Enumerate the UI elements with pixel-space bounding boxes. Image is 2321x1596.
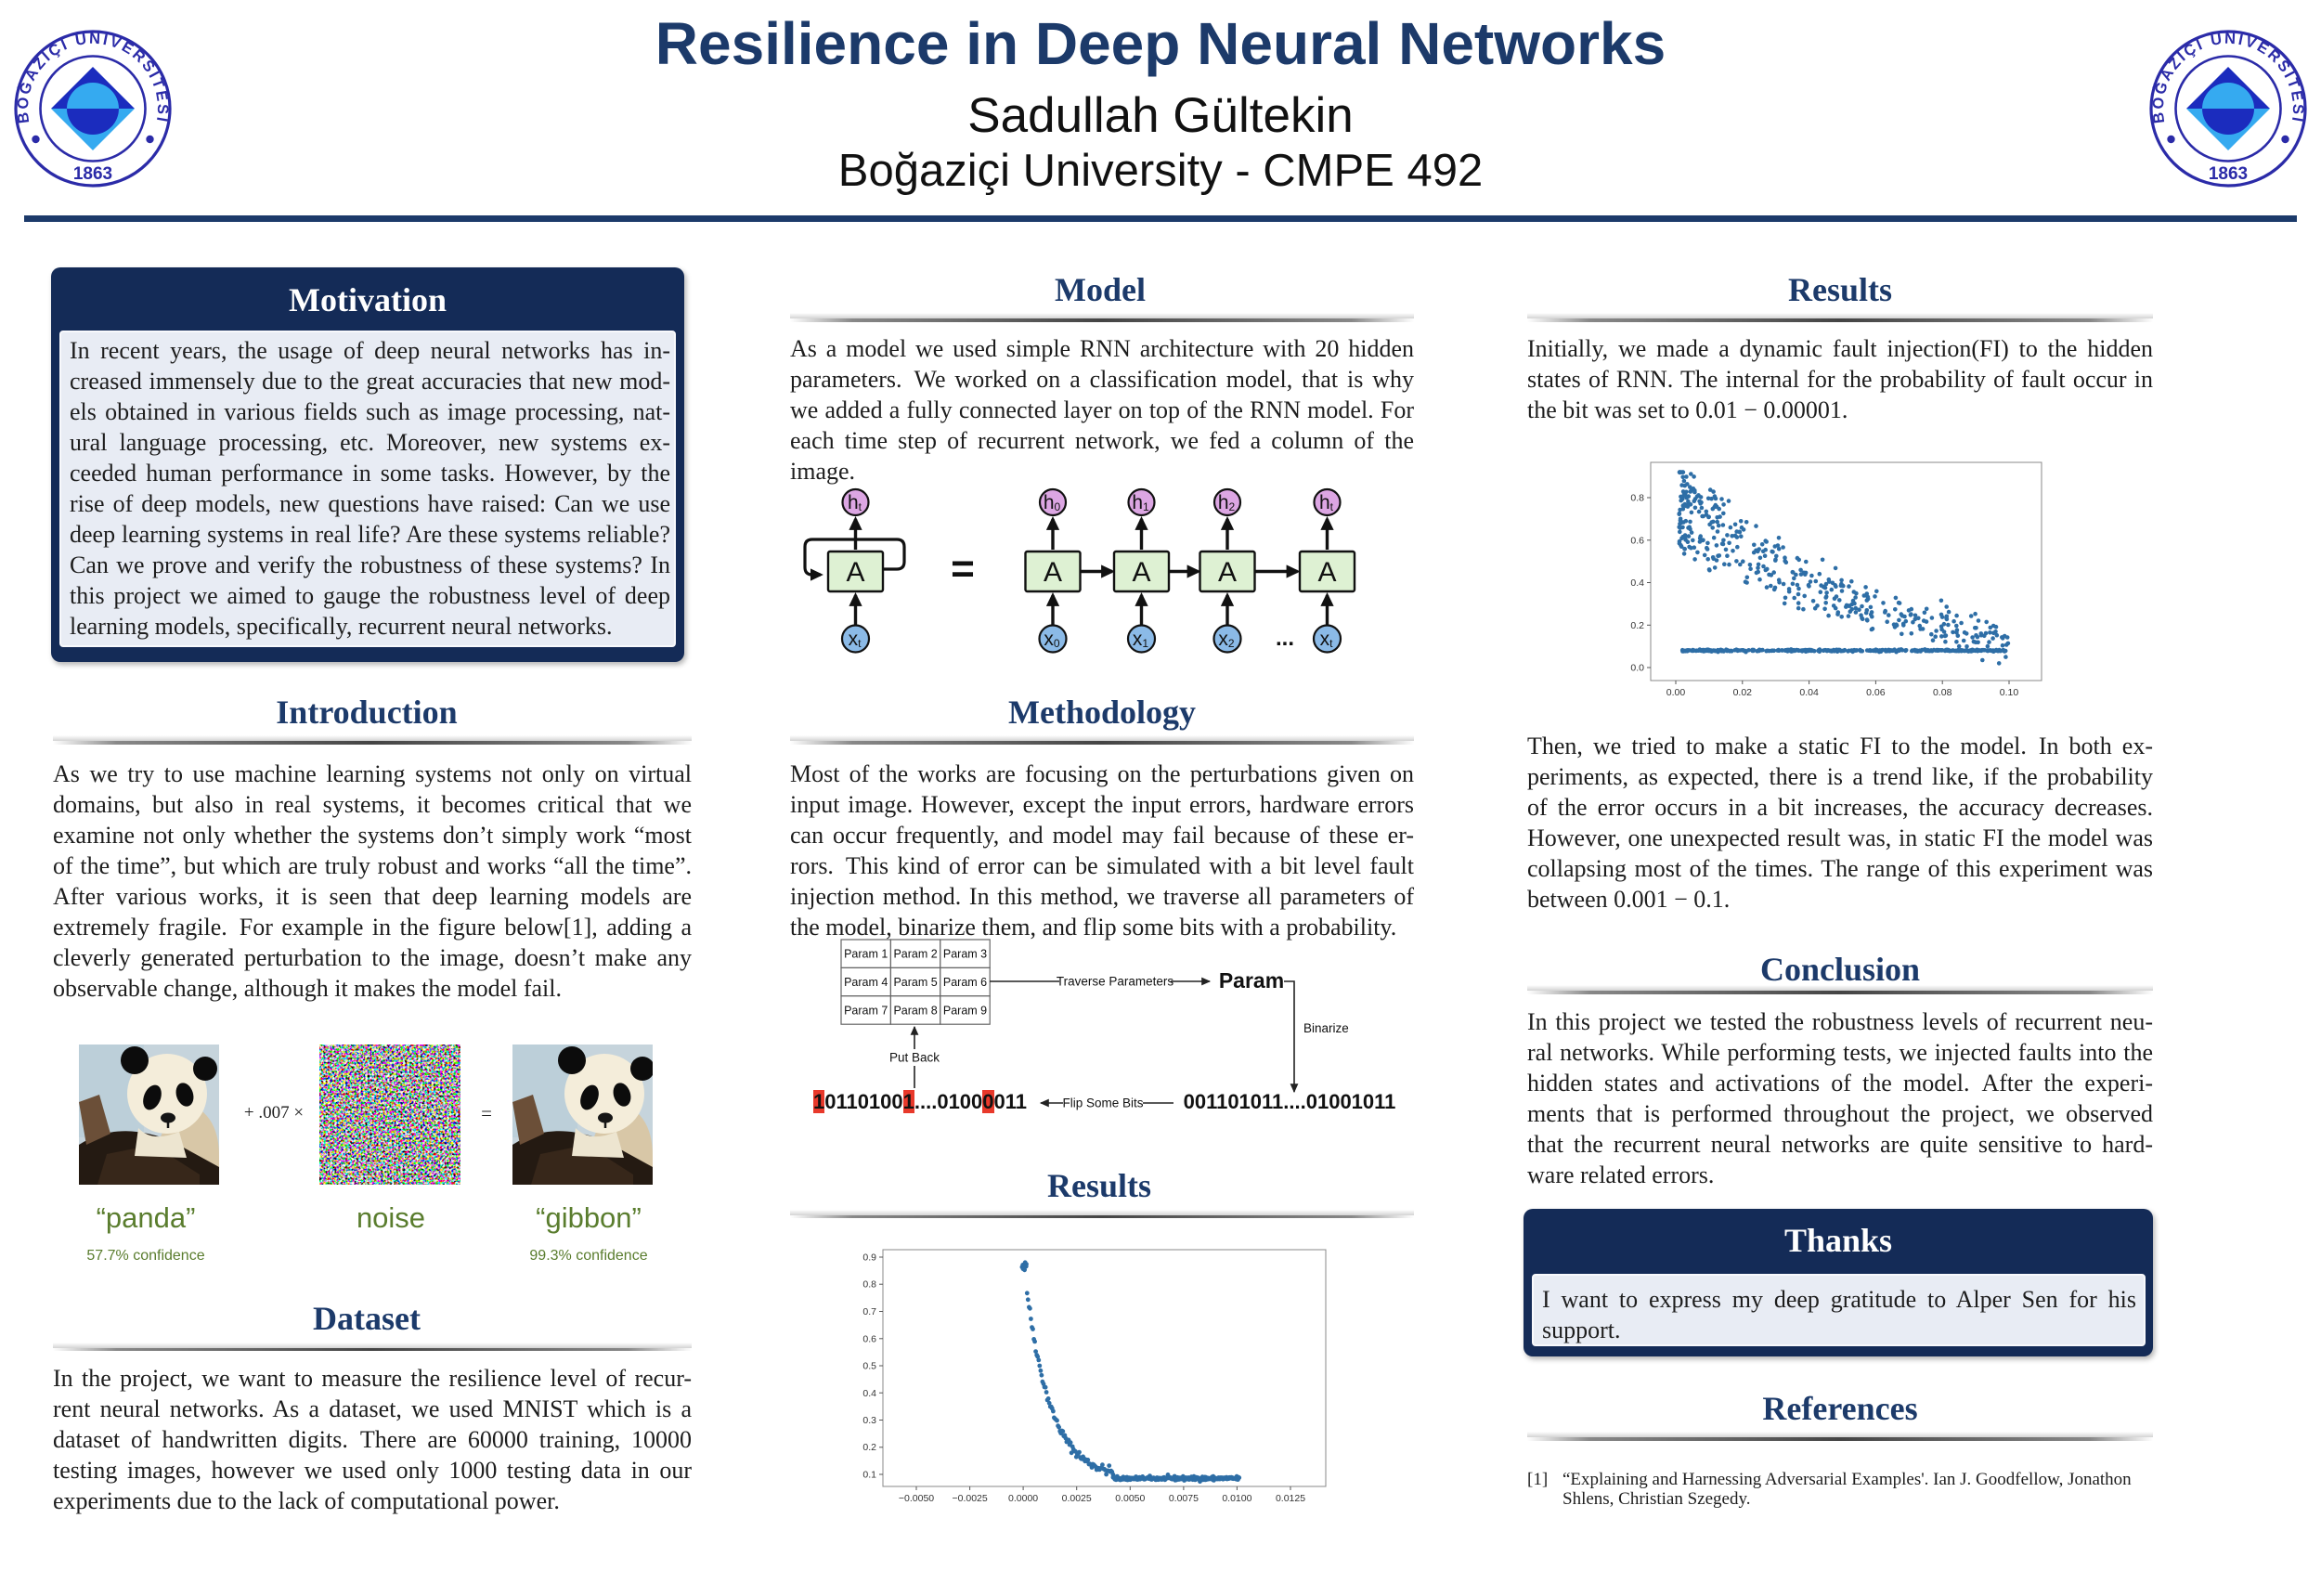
svg-text:0.00: 0.00 <box>1666 687 1686 698</box>
svg-text:1863: 1863 <box>2209 164 2248 184</box>
svg-text:0.08: 0.08 <box>1933 687 1952 698</box>
svg-text:0.4: 0.4 <box>862 1388 876 1399</box>
svg-text:Param 2: Param 2 <box>893 948 937 961</box>
svg-text:0.6: 0.6 <box>862 1333 876 1344</box>
svg-text:Param: Param <box>1219 968 1284 993</box>
svg-text:0.0100: 0.0100 <box>1222 1493 1251 1504</box>
svg-text:A: A <box>1132 557 1150 588</box>
svg-text:−0.0050: −0.0050 <box>899 1493 934 1504</box>
svg-text:A: A <box>1317 557 1336 588</box>
svg-text:Param 5: Param 5 <box>893 976 937 989</box>
svg-text:Param 3: Param 3 <box>943 948 987 961</box>
svg-text:0.0125: 0.0125 <box>1276 1493 1305 1504</box>
svg-text:0.0000: 0.0000 <box>1008 1493 1038 1504</box>
svg-text:0.0050: 0.0050 <box>1115 1493 1145 1504</box>
svg-text:0.02: 0.02 <box>1733 687 1753 698</box>
svg-text:0.8: 0.8 <box>862 1279 876 1291</box>
svg-text:=: = <box>951 546 975 591</box>
svg-text:−0.0025: −0.0025 <box>952 1493 987 1504</box>
svg-text:Flip Some Bits: Flip Some Bits <box>1062 1096 1143 1110</box>
svg-text:0.0075: 0.0075 <box>1169 1493 1199 1504</box>
svg-text:0.10: 0.10 <box>2000 687 2019 698</box>
svg-text:0.06: 0.06 <box>1866 687 1886 698</box>
svg-text:A: A <box>1044 557 1062 588</box>
svg-text:0.6: 0.6 <box>1630 535 1644 546</box>
svg-text:0.2: 0.2 <box>1630 620 1644 631</box>
svg-text:0.2: 0.2 <box>862 1442 876 1453</box>
svg-text:0.0025: 0.0025 <box>1062 1493 1092 1504</box>
svg-text:Param 6: Param 6 <box>943 976 987 989</box>
svg-text:Param 4: Param 4 <box>844 976 888 989</box>
svg-text:0.04: 0.04 <box>1799 687 1819 698</box>
svg-text:0.5: 0.5 <box>862 1361 876 1372</box>
svg-text:Param 8: Param 8 <box>893 1005 937 1018</box>
svg-text:Param 9: Param 9 <box>943 1005 987 1018</box>
svg-text:0.3: 0.3 <box>862 1415 876 1426</box>
svg-text:A: A <box>846 557 864 588</box>
svg-text:Traverse Parameters: Traverse Parameters <box>1057 975 1174 989</box>
svg-text:Binarize: Binarize <box>1303 1021 1349 1035</box>
svg-text:Put Back: Put Back <box>889 1051 940 1065</box>
svg-text:0.9: 0.9 <box>862 1252 876 1264</box>
svg-text:...: ... <box>1276 626 1294 651</box>
svg-text:Param 7: Param 7 <box>844 1005 888 1018</box>
svg-text:A: A <box>1218 557 1237 588</box>
svg-text:0.0: 0.0 <box>1630 663 1644 674</box>
svg-text:0.1: 0.1 <box>862 1470 876 1481</box>
svg-text:0.4: 0.4 <box>1630 577 1644 589</box>
svg-text:0.7: 0.7 <box>862 1306 876 1317</box>
svg-text:Param 1: Param 1 <box>844 948 888 961</box>
svg-text:1863: 1863 <box>73 164 112 184</box>
svg-text:0.8: 0.8 <box>1630 493 1644 504</box>
